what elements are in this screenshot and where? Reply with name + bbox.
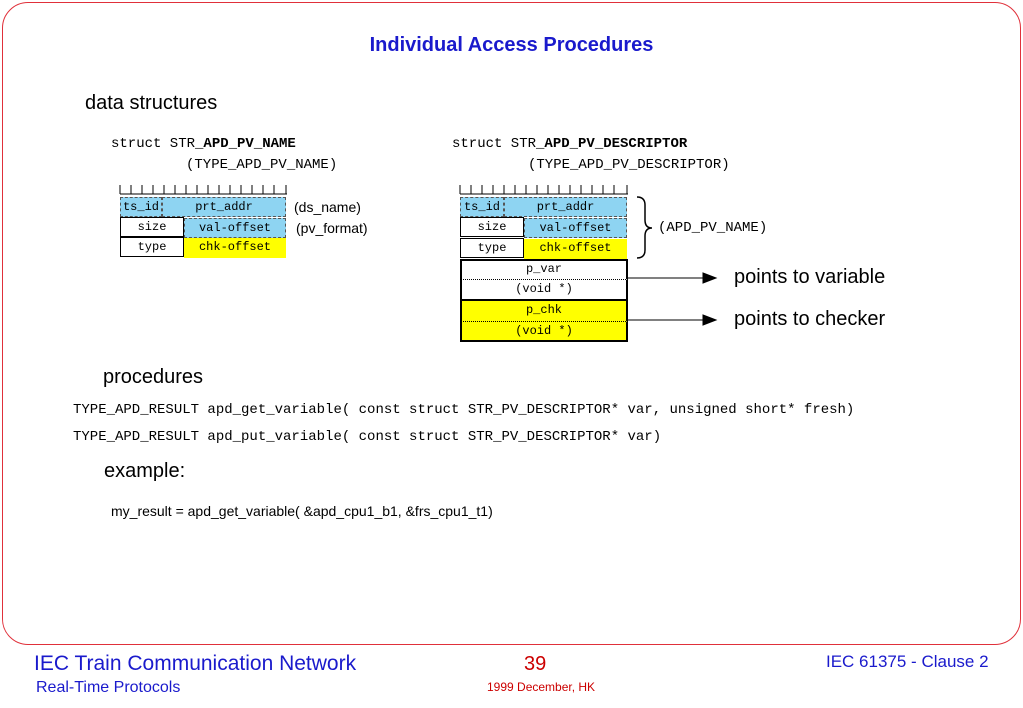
struct-right-name: APD_PV_DESCRIPTOR — [544, 136, 688, 152]
right-cell-p-var: p_var — [460, 259, 628, 280]
right-cell-p-chk: p_chk — [460, 301, 628, 322]
right-ruler — [459, 185, 628, 195]
right-cell-val-offset: val-offset — [524, 218, 627, 238]
right-cell-type: type — [460, 238, 524, 258]
label-ds-name: (ds_name) — [294, 199, 361, 215]
slide-frame — [2, 2, 1021, 645]
arrow-to-variable — [628, 272, 718, 284]
procedure-put-variable: TYPE_APD_RESULT apd_put_variable( const … — [73, 429, 662, 445]
struct-right-type: (TYPE_APD_PV_DESCRIPTOR) — [528, 157, 730, 173]
slide-title: Individual Access Procedures — [369, 34, 654, 56]
right-cell-size: size — [460, 217, 524, 237]
procedure-get-variable: TYPE_APD_RESULT apd_get_variable( const … — [73, 402, 855, 418]
right-cell-void-var: (void *) — [460, 280, 628, 301]
right-cell-void-chk: (void *) — [460, 322, 628, 342]
example-code: my_result = apd_get_variable( &apd_cpu1_… — [111, 503, 493, 519]
right-cell-ts-id: ts_id — [460, 197, 504, 217]
struct-right-declaration: struct STR_APD_PV_DESCRIPTOR — [452, 136, 687, 152]
left-cell-val-offset: val-offset — [184, 218, 286, 238]
footer-left-title: IEC Train Communication Network — [34, 652, 357, 675]
label-pv-format: (pv_format) — [296, 220, 368, 236]
right-cell-chk-offset: chk-offset — [524, 239, 627, 259]
brace-shape — [636, 196, 653, 259]
right-cell-prt-addr: prt_addr — [504, 197, 627, 217]
left-cell-prt-addr: prt_addr — [162, 197, 286, 217]
arrow-to-checker — [628, 314, 718, 326]
label-points-to-variable: points to variable — [734, 266, 886, 288]
struct-left-name: APD_PV_NAME — [203, 136, 296, 152]
left-cell-size: size — [120, 217, 184, 237]
struct-left-declaration: struct STR_APD_PV_NAME — [111, 136, 296, 152]
struct-left-type: (TYPE_APD_PV_NAME) — [186, 157, 338, 173]
section-heading-procedures: procedures — [103, 366, 204, 388]
left-ruler — [119, 185, 287, 195]
label-points-to-checker: points to checker — [734, 308, 886, 330]
brace-label: (APD_PV_NAME) — [658, 220, 768, 236]
left-cell-chk-offset: chk-offset — [184, 238, 286, 258]
section-heading-data-structures: data structures — [85, 92, 218, 114]
footer-left-subtitle: Real-Time Protocols — [36, 679, 181, 696]
left-cell-type: type — [120, 237, 184, 257]
struct-left-prefix: struct STR_ — [111, 136, 204, 152]
left-cell-ts-id: ts_id — [120, 197, 162, 217]
section-heading-example: example: — [104, 460, 186, 482]
footer-page-number: 39 — [524, 653, 547, 675]
struct-right-prefix: struct STR_ — [452, 136, 545, 152]
footer-right: IEC 61375 - Clause 2 — [826, 652, 989, 671]
footer-date: 1999 December, HK — [487, 680, 596, 694]
